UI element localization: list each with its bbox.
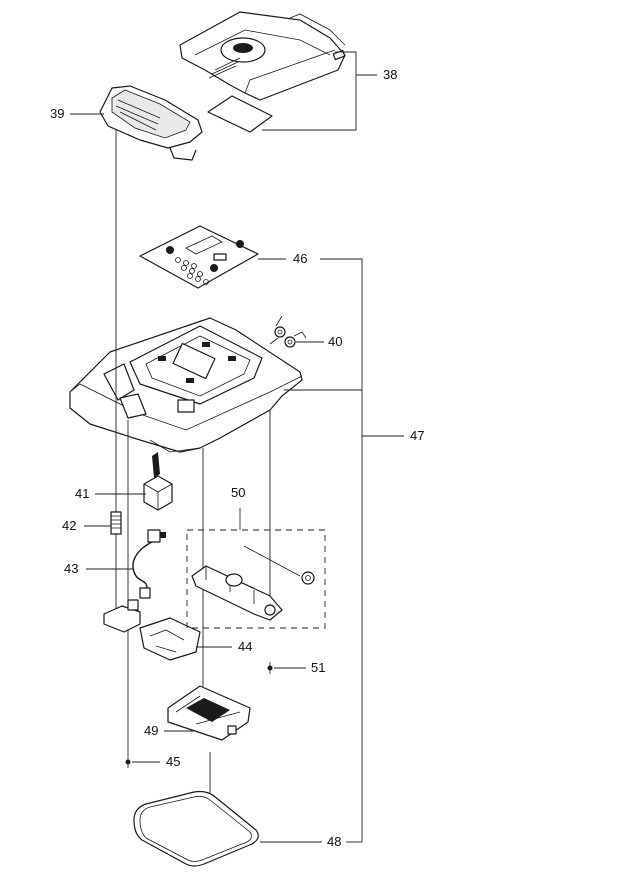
- part-47-main-body: [69, 317, 303, 453]
- part-number-38: 38: [383, 67, 397, 82]
- leader-47: [284, 389, 404, 437]
- part-number-44: 44: [238, 639, 252, 654]
- part-44-bracket: [103, 599, 201, 661]
- part-41-module: [143, 452, 173, 511]
- part-40-springs: [269, 315, 307, 348]
- part-number-51: 51: [311, 660, 325, 675]
- part-42-spring: [110, 511, 122, 535]
- part-43-cable: [132, 529, 166, 599]
- part-38-label-sticker: [207, 95, 273, 133]
- part-38-lid-cover: [179, 11, 346, 101]
- part-46-keypad-overlay: [139, 225, 259, 289]
- part-51-screw: [267, 662, 273, 674]
- part-number-39: 39: [50, 106, 64, 121]
- part-50-dashed-box: [186, 529, 326, 629]
- part-number-47: 47: [410, 428, 424, 443]
- part-number-49: 49: [144, 723, 158, 738]
- part-number-50: 50: [231, 485, 245, 500]
- part-number-46: 46: [293, 251, 307, 266]
- part-number-40: 40: [328, 334, 342, 349]
- part-49-circuit-board: [167, 685, 251, 741]
- part-39-front-housing: [99, 85, 203, 161]
- part-number-41: 41: [75, 486, 89, 501]
- part-number-48: 48: [327, 834, 341, 849]
- leader-38: [262, 51, 377, 131]
- part-50-subassembly: [186, 508, 326, 629]
- part-number-42: 42: [62, 518, 76, 533]
- part-number-45: 45: [166, 754, 180, 769]
- leader-46: [258, 258, 363, 842]
- part-48-gasket: [133, 790, 259, 867]
- part-45-screw: [125, 756, 131, 768]
- part-number-43: 43: [64, 561, 78, 576]
